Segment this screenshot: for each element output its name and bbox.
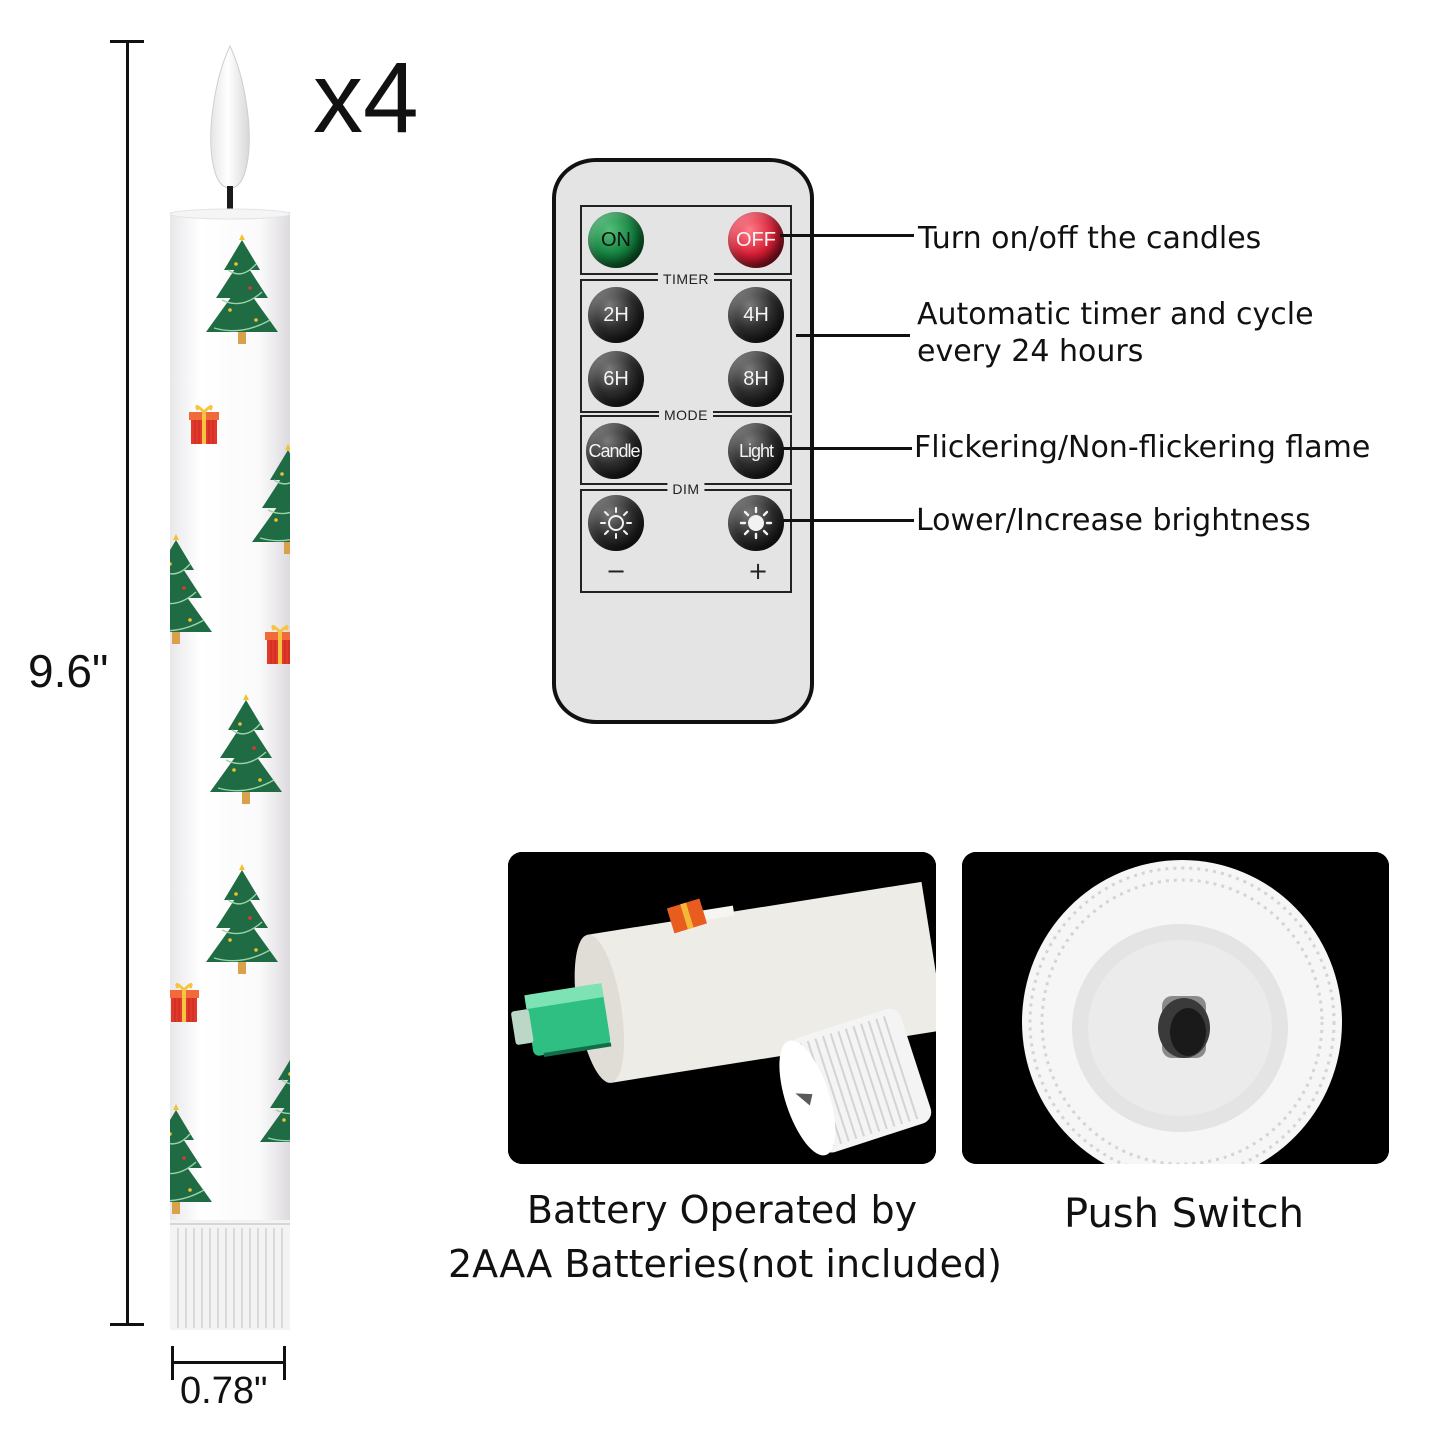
- width-label: 0.78": [180, 1370, 268, 1412]
- dim-panel: DIM −: [580, 481, 792, 593]
- sun-filled-icon: [739, 506, 773, 540]
- callout-timer-line: [796, 334, 910, 337]
- callout-mode: Flickering/Non-flickering flame: [914, 430, 1371, 465]
- timer-8h-button[interactable]: 8H: [728, 351, 784, 407]
- dim-minus-sign: −: [606, 557, 627, 585]
- timer-panel-label: TIMER: [657, 271, 715, 287]
- width-dimension-line: [171, 1361, 286, 1364]
- push-switch-caption: Push Switch: [1064, 1191, 1304, 1237]
- height-label: 9.6": [28, 642, 109, 700]
- callout-power-line: [780, 234, 914, 237]
- dim-panel-label: DIM: [667, 481, 705, 497]
- candle-body: [170, 212, 290, 1222]
- dim-down-button[interactable]: [588, 495, 644, 551]
- mode-light-button[interactable]: Light: [728, 423, 784, 479]
- on-button[interactable]: ON: [588, 212, 644, 268]
- mode-panel: MODE Candle Light: [580, 407, 792, 485]
- mode-panel-label: MODE: [659, 407, 713, 423]
- battery-caption-line-2: 2AAA Batteries(not included): [448, 1242, 1003, 1286]
- flame-icon: [210, 44, 250, 189]
- quantity-label: x4: [313, 42, 419, 154]
- dim-up-button[interactable]: [728, 495, 784, 551]
- candle-base: [170, 1220, 290, 1330]
- callout-timer-line-1: Automatic timer and cycle: [917, 297, 1314, 332]
- timer-2h-button[interactable]: 2H: [588, 287, 644, 343]
- wick: [227, 186, 233, 218]
- battery-photo: [508, 852, 936, 1164]
- callout-dim-line: [782, 519, 914, 522]
- push-switch-photo: [962, 852, 1389, 1164]
- battery-caption-line-1: Battery Operated by: [526, 1188, 918, 1232]
- dim-plus-sign: +: [748, 557, 769, 585]
- power-panel: ON OFF: [580, 205, 792, 275]
- height-dimension-line: [126, 40, 129, 1326]
- remote-control: ON OFF TIMER 2H 4H 6H 8H MODE Candle Lig…: [552, 158, 814, 724]
- height-dimension-bottom-tick: [110, 1323, 144, 1326]
- off-button[interactable]: OFF: [728, 212, 784, 268]
- timer-6h-button[interactable]: 6H: [588, 351, 644, 407]
- sun-outline-icon: [600, 507, 632, 539]
- mode-candle-button[interactable]: Candle: [586, 423, 642, 479]
- callout-timer-line-2: every 24 hours: [917, 334, 1144, 369]
- callout-power: Turn on/off the candles: [918, 221, 1262, 256]
- callout-mode-line: [782, 447, 912, 450]
- timer-4h-button[interactable]: 4H: [728, 287, 784, 343]
- width-dimension-right-tick: [283, 1346, 286, 1380]
- taper-candle-image: [169, 44, 291, 1330]
- timer-panel: TIMER 2H 4H 6H 8H: [580, 271, 792, 413]
- callout-dim: Lower/Increase brightness: [916, 503, 1311, 538]
